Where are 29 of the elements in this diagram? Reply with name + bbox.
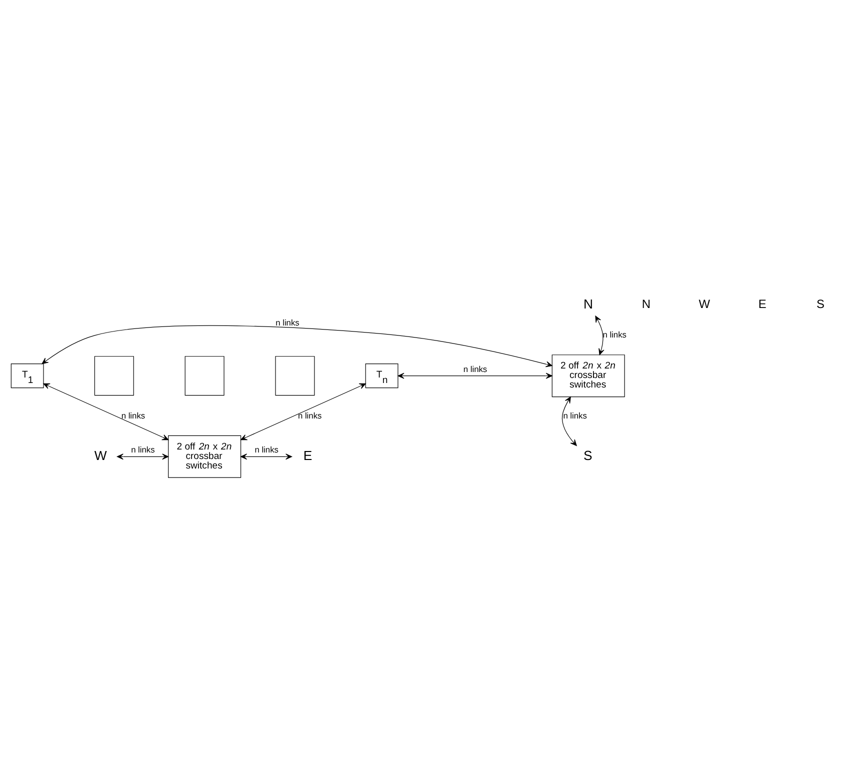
arrow — [562, 396, 577, 446]
node-box — [94, 356, 134, 396]
edge-label: n links — [563, 410, 587, 420]
label: S — [816, 296, 824, 311]
node-box: 2 off 2n x 2n crossbar switches — [552, 354, 625, 397]
edge-label: n links — [276, 317, 300, 328]
arrow — [43, 382, 169, 440]
arrow — [116, 453, 169, 460]
arrow — [240, 453, 292, 460]
label: E — [758, 296, 766, 311]
node-text: N — [584, 296, 594, 312]
edge-label: n links — [602, 329, 626, 340]
node-text: E — [303, 448, 312, 463]
edge-label: n links — [254, 444, 278, 454]
node-box — [275, 356, 315, 396]
node-box — [184, 356, 224, 396]
node-text: W — [94, 448, 107, 463]
edge-label: n links — [298, 410, 322, 420]
arrow — [398, 372, 552, 378]
arrow — [240, 382, 366, 440]
label: W — [698, 296, 710, 311]
node-text: S — [584, 448, 592, 463]
arrow — [42, 324, 552, 367]
node-box: 2 off 2n x 2n crossbar switches — [168, 434, 242, 478]
label: N — [642, 296, 651, 311]
edge-label: n links — [121, 410, 146, 420]
edge-label: n links — [131, 444, 155, 454]
edge-label: n links — [463, 363, 488, 374]
arrow — [595, 315, 604, 355]
